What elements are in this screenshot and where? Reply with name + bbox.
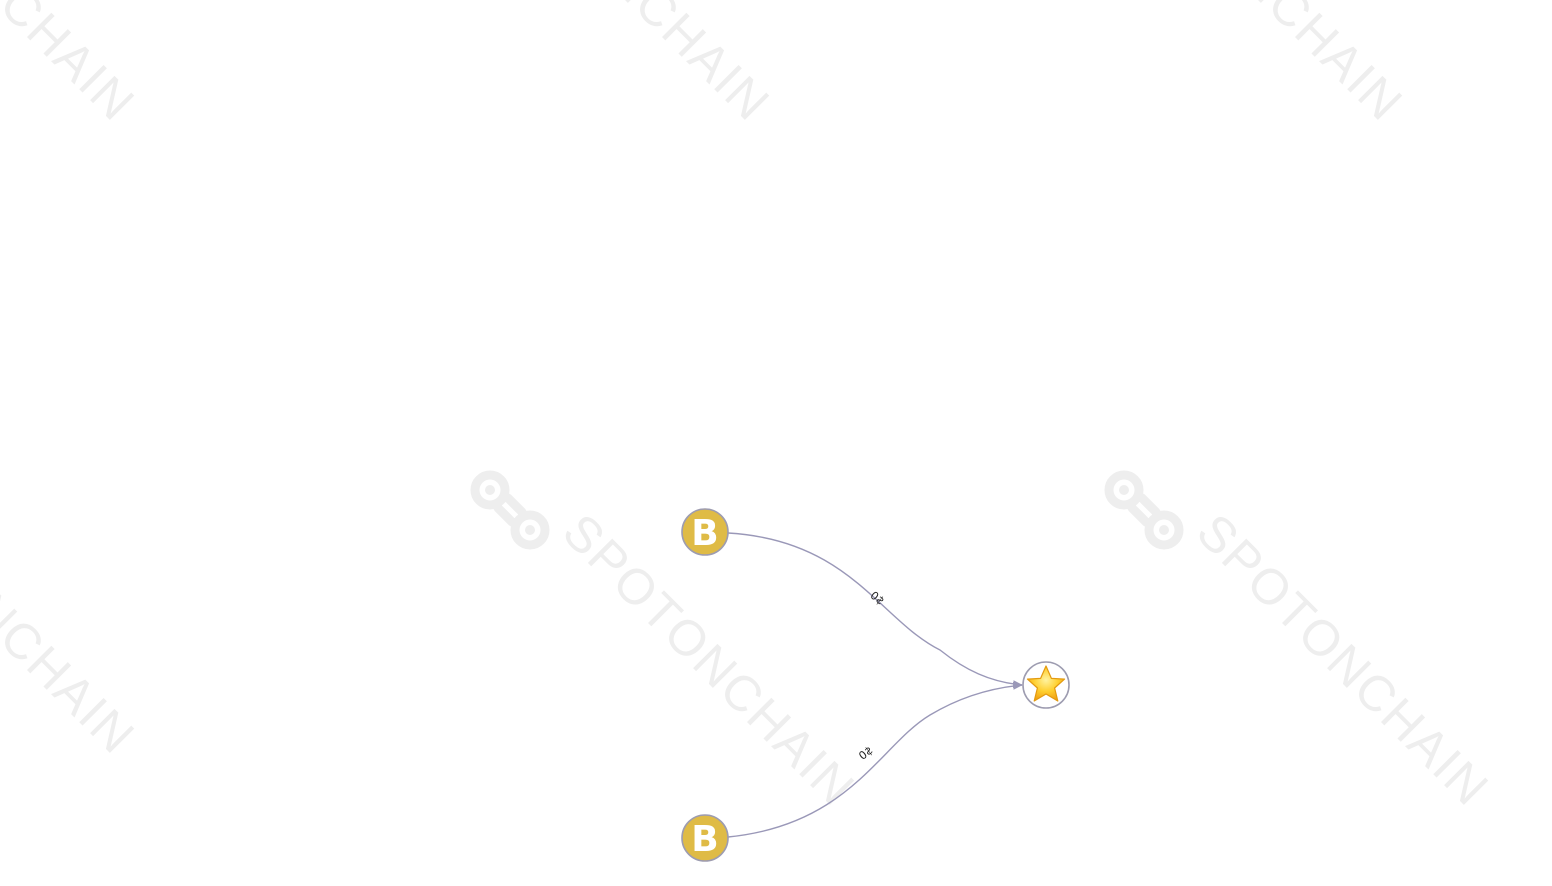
node-target-address[interactable]: [1022, 661, 1070, 709]
watermark-text: SPOTONCHAIN: [1186, 503, 1500, 817]
watermark-top-right: SPOTONCHAIN: [1100, 0, 1414, 132]
node-exchange-1[interactable]: B: [681, 508, 729, 556]
nodes-layer: B B: [681, 508, 1070, 862]
watermark-text: SPOTONCHAIN: [467, 0, 781, 132]
node-exchange-2[interactable]: B: [681, 814, 729, 862]
exchange-b-icon: B: [691, 819, 718, 860]
watermark-logo-icon: [1109, 475, 1179, 545]
watermark-top-middle: SPOTONCHAIN: [467, 0, 781, 132]
watermark-text: SPOTONCHAIN: [1100, 0, 1414, 132]
edge-label-2: $0: [856, 744, 875, 763]
node-circle: [681, 508, 729, 556]
watermark-bottom-middle: SPOTONCHAIN: [475, 475, 866, 817]
watermark-text: SPOTONCHAIN: [0, 451, 146, 765]
edge-label-1: $0: [868, 589, 887, 608]
edge-transfer-2[interactable]: [727, 681, 1023, 838]
node-circle: [681, 814, 729, 862]
watermark-bottom-left: SPOTONCHAIN: [0, 451, 146, 765]
edge-transfer-1[interactable]: [727, 532, 1023, 689]
watermark-top-left: SPOTONCHAIN: [0, 0, 146, 132]
exchange-b-icon: B: [691, 513, 718, 554]
watermark-bottom-right: SPOTONCHAIN: [1109, 475, 1500, 817]
watermark-text: SPOTONCHAIN: [0, 0, 146, 132]
watermark-logo-icon: [475, 475, 545, 545]
watermark-layer: SPOTONCHAIN SPOTONCHAIN SPOTONCHAIN SPOT…: [0, 0, 1500, 817]
star-icon: [1026, 665, 1066, 702]
